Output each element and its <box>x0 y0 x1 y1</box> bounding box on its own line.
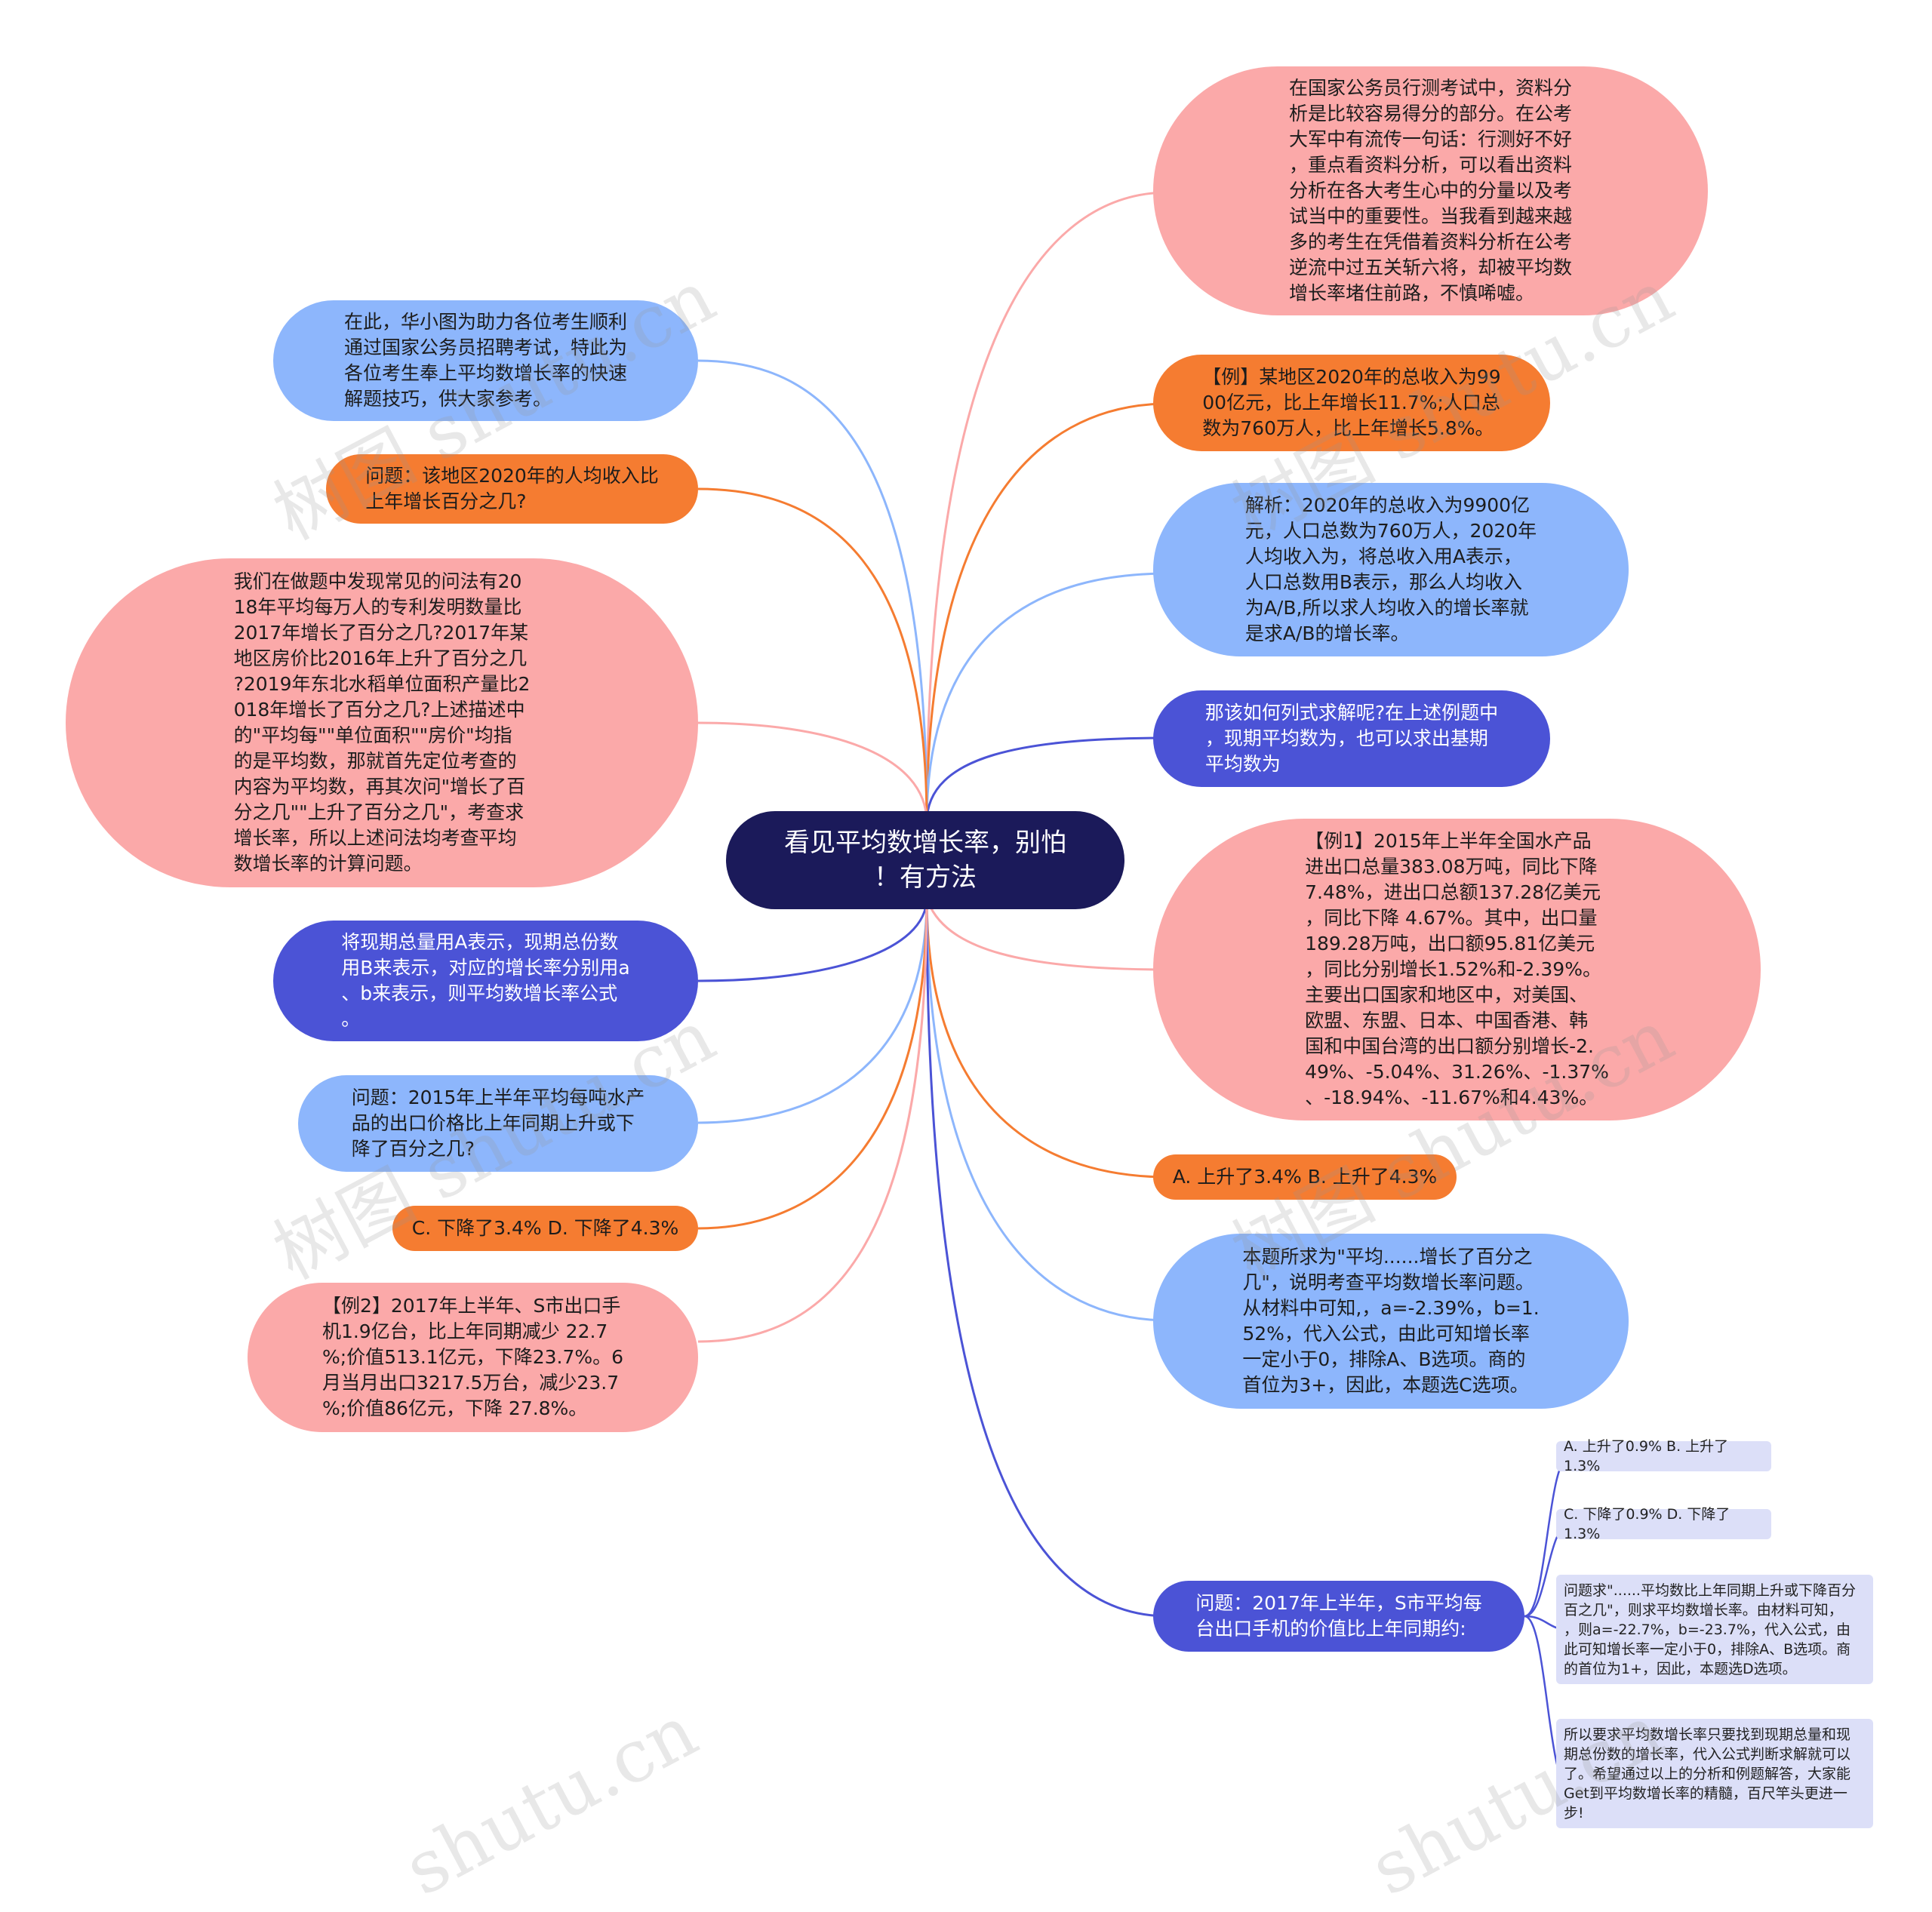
node-conclusion-text: 所以要求平均数增长率只要找到现期总量和现 期总份数的增长率，代入公式判断求解就可… <box>1564 1726 1851 1821</box>
node-question-2[interactable]: 问题：2017年上半年，S市平均每 台出口手机的价值比上年同期约: <box>1153 1581 1524 1652</box>
node-solution-2-text: 问题求"......平均数比上年同期上升或下降百分 百之几"，则求平均数增长率。… <box>1564 1582 1856 1677</box>
node-options-ab-text: A. 上升了3.4% B. 上升了4.3% <box>1172 1166 1438 1188</box>
node-preface-text: 在此，华小图为助力各位考生顺利 通过国家公务员招聘考试，特此为 各位考生奉上平均… <box>343 311 627 410</box>
node-preface[interactable]: 在此，华小图为助力各位考生顺利 通过国家公务员招聘考试，特此为 各位考生奉上平均… <box>273 300 698 421</box>
node-how-to-solve[interactable]: 那该如何列式求解呢?在上述例题中 ，现期平均数为，也可以求出基期 平均数为 <box>1153 690 1550 787</box>
link-r8 <box>925 897 1169 1618</box>
link-r7 <box>925 897 1169 1322</box>
node-common-questions-text: 我们在做题中发现常见的问法有20 18年平均每万人的专利发明数量比 2017年增… <box>233 570 531 875</box>
node-options-cd-text: C. 下降了3.4% D. 下降了4.3% <box>411 1217 679 1239</box>
link-r6 <box>925 897 1169 1179</box>
node-example-2[interactable]: 【例2】2017年上半年、S市出口手 机1.9亿台，比上年同期减少 22.7 %… <box>248 1283 698 1432</box>
link-r3 <box>925 572 1169 823</box>
node-example-text: 【例】某地区2020年的总收入为99 00亿元，比上年增长11.7%;人口总 数… <box>1202 366 1501 439</box>
central-topic-text: 看见平均数增长率，别怕 ！有方法 <box>784 828 1066 893</box>
link-l7 <box>697 897 928 1343</box>
node-options-ab[interactable]: A. 上升了3.4% B. 上升了4.3% <box>1153 1154 1457 1200</box>
node-question-1-1-text: 问题：2015年上半年平均每吨水产 品的出口价格比上年同期上升或下 降了百分之几… <box>351 1087 645 1160</box>
link-r5 <box>925 897 1169 971</box>
node-example-1-text: 【例1】2015年上半年全国水产品 进出口总量383.08万吨，同比下降 7.4… <box>1305 830 1609 1108</box>
node-solution-1-text: 本题所求为"平均......增长了百分之 几"，说明考查平均数增长率问题。 从材… <box>1242 1246 1540 1396</box>
node-example[interactable]: 【例】某地区2020年的总收入为99 00亿元，比上年增长11.7%;人口总 数… <box>1153 355 1550 451</box>
link-l5 <box>697 897 928 1124</box>
node-question-1-text: 问题：该地区2020年的人均收入比 上年增长百分之几? <box>365 465 659 512</box>
node-formula[interactable]: 将现期总量用A表示，现期总份数 用B来表示，对应的增长率分别用a 、b来表示，则… <box>273 921 698 1041</box>
node-question-1[interactable]: 问题：该地区2020年的人均收入比 上年增长百分之几? <box>326 454 698 524</box>
link-l3 <box>697 721 928 823</box>
node-analysis-text: 解析：2020年的总收入为9900亿 元，人口总数为760万人，2020年 人均… <box>1244 494 1537 644</box>
node-question-2-text: 问题：2017年上半年，S市平均每 台出口手机的价值比上年同期约: <box>1195 1592 1482 1640</box>
node-example-2-text: 【例2】2017年上半年、S市出口手 机1.9亿台，比上年同期减少 22.7 %… <box>321 1295 624 1419</box>
node-formula-text: 将现期总量用A表示，现期总份数 用B来表示，对应的增长率分别用a 、b来表示，则… <box>341 931 630 1030</box>
node-example-1[interactable]: 【例1】2015年上半年全国水产品 进出口总量383.08万吨，同比下降 7.4… <box>1153 819 1761 1120</box>
node-intro[interactable]: 在国家公务员行测考试中，资料分 析是比较容易得分的部分。在公考 大军中有流传一句… <box>1153 66 1708 315</box>
link-l1 <box>697 359 928 823</box>
node-question-1-1[interactable]: 问题：2015年上半年平均每吨水产 品的出口价格比上年同期上升或下 降了百分之几… <box>298 1075 698 1172</box>
link-l6 <box>697 897 928 1230</box>
link-l4 <box>697 897 928 982</box>
node-analysis[interactable]: 解析：2020年的总收入为9900亿 元，人口总数为760万人，2020年 人均… <box>1153 483 1629 656</box>
central-topic[interactable]: 看见平均数增长率，别怕 ！有方法 <box>726 811 1124 909</box>
link-r2 <box>925 402 1169 823</box>
node-options-q2-cd[interactable]: C. 下降了0.9% D. 下降了1.3% <box>1556 1506 1771 1542</box>
node-common-questions[interactable]: 我们在做题中发现常见的问法有20 18年平均每万人的专利发明数量比 2017年增… <box>66 558 698 887</box>
node-solution-2[interactable]: 问题求"......平均数比上年同期上升或下降百分 百之几"，则求平均数增长率。… <box>1556 1575 1873 1684</box>
node-options-q2-ab-text: A. 上升了0.9% B. 上升了1.3% <box>1564 1438 1729 1474</box>
link-r1 <box>925 191 1169 823</box>
node-options-q2-cd-text: C. 下降了0.9% D. 下降了1.3% <box>1564 1506 1730 1542</box>
node-conclusion[interactable]: 所以要求平均数增长率只要找到现期总量和现 期总份数的增长率，代入公式判断求解就可… <box>1556 1719 1873 1828</box>
node-intro-text: 在国家公务员行测考试中，资料分 析是比较容易得分的部分。在公考 大军中有流传一句… <box>1288 77 1572 304</box>
node-how-to-solve-text: 那该如何列式求解呢?在上述例题中 ，现期平均数为，也可以求出基期 平均数为 <box>1204 702 1499 775</box>
node-options-q2-ab[interactable]: A. 上升了0.9% B. 上升了1.3% <box>1556 1438 1771 1474</box>
link-l2 <box>697 487 928 823</box>
link-r4 <box>925 736 1169 823</box>
node-solution-1[interactable]: 本题所求为"平均......增长了百分之 几"，说明考查平均数增长率问题。 从材… <box>1153 1234 1629 1409</box>
node-options-cd[interactable]: C. 下降了3.4% D. 下降了4.3% <box>392 1206 698 1251</box>
